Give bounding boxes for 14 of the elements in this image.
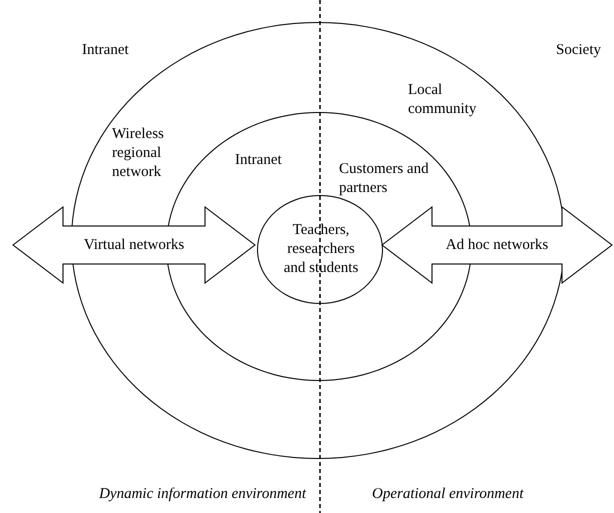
- double-block-arrow: [382, 207, 612, 283]
- ring-label: Customers and partners: [339, 160, 430, 198]
- arrow-label: Virtual networks: [84, 236, 184, 254]
- ring-label: Local community: [408, 81, 478, 119]
- ring-label: Intranet: [235, 151, 283, 170]
- ring-label: Teachers, researchers and students: [282, 221, 360, 278]
- area-label: Dynamic information environment: [98, 485, 306, 504]
- ring-ellipse: [257, 195, 383, 304]
- ring-label: Wireless regional network: [112, 125, 165, 182]
- area-label: Intranet: [82, 41, 130, 60]
- double-block-arrow: [13, 207, 255, 283]
- area-label: Operational environment: [372, 485, 525, 504]
- arrow-label: Ad hoc networks: [446, 236, 548, 254]
- area-label: Society: [556, 41, 602, 60]
